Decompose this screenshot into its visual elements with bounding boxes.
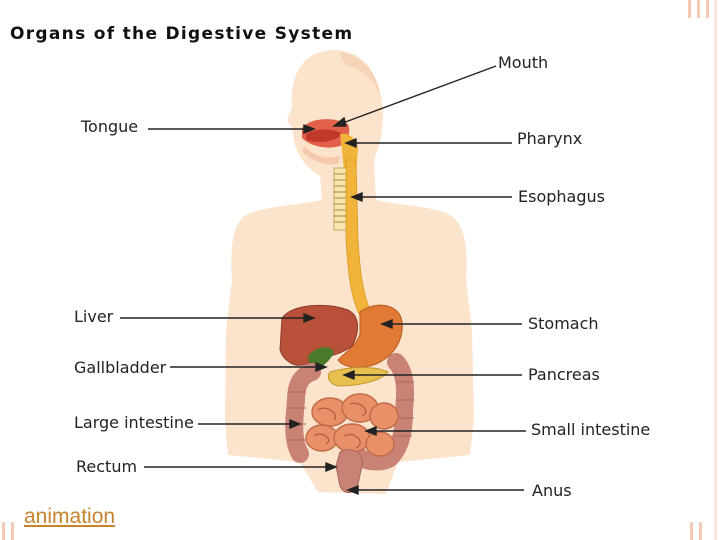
label-liver: Liver (74, 308, 113, 326)
label-anus: Anus (532, 482, 572, 500)
animation-link[interactable]: animation (24, 505, 115, 529)
label-rectum: Rectum (76, 458, 137, 476)
label-mouth: Mouth (498, 54, 548, 72)
label-pancreas: Pancreas (528, 366, 600, 384)
label-large-intestine: Large intestine (74, 414, 194, 432)
label-small-intestine: Small intestine (531, 421, 650, 439)
diagram-title: Organs of the Digestive System (10, 24, 353, 44)
label-esophagus: Esophagus (518, 188, 605, 206)
label-stomach: Stomach (528, 315, 599, 333)
label-pharynx: Pharynx (517, 130, 582, 148)
label-tongue: Tongue (81, 118, 138, 136)
label-gallbladder: Gallbladder (74, 359, 166, 377)
